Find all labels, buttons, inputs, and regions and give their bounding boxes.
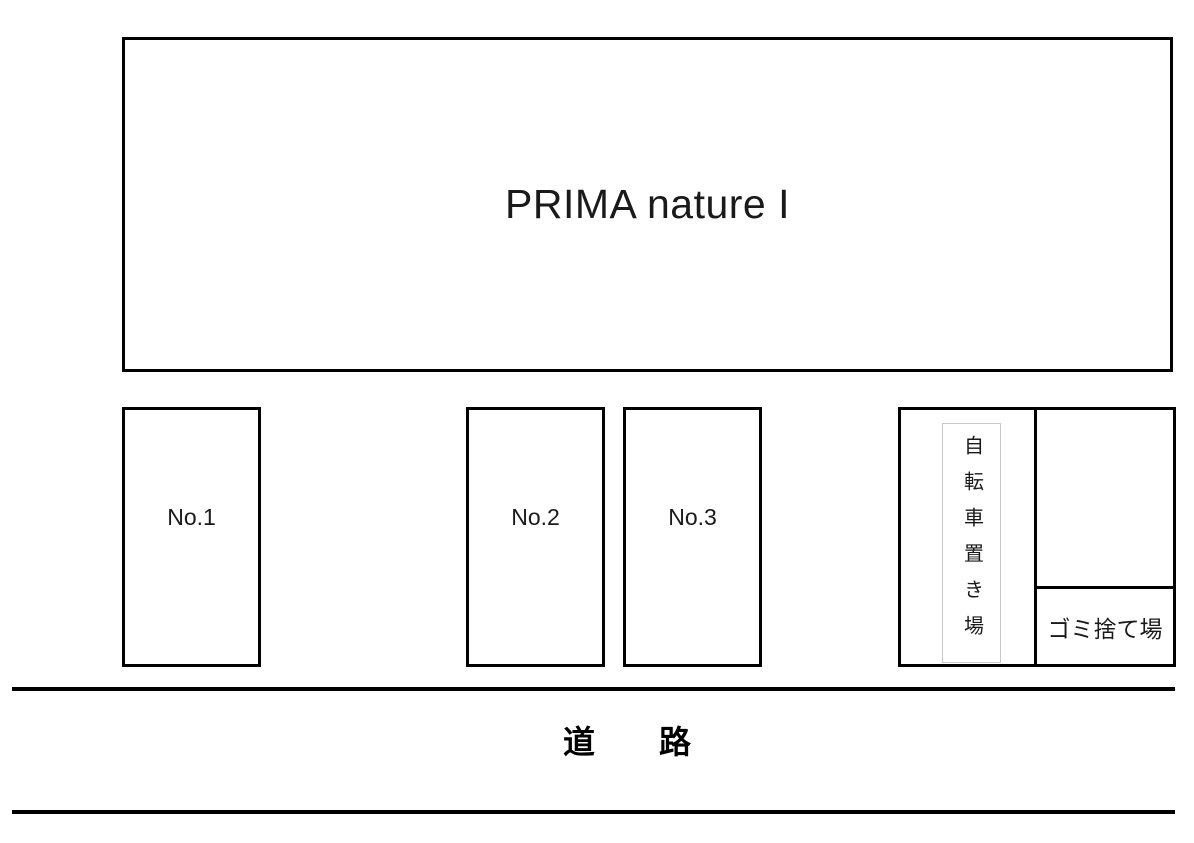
parking-space-no1-label: No.1	[167, 503, 216, 530]
garbage-area-box: ゴミ捨て場	[1037, 589, 1173, 664]
building-title: PRIMA nature I	[504, 181, 790, 227]
road-edge-line-top	[12, 687, 1175, 691]
garbage-area-label: ゴミ捨て場	[1047, 615, 1163, 642]
bicycle-parking-box: 自転車置き場	[898, 407, 1037, 667]
building-box: PRIMA nature I	[122, 37, 1173, 372]
parking-space-no2-label: No.2	[511, 503, 560, 530]
parking-space-no3-label: No.3	[668, 503, 717, 530]
bicycle-parking-label: 自転車置き場	[960, 435, 983, 651]
parking-space-no3: No.3	[623, 407, 762, 667]
parking-space-no1: No.1	[122, 407, 261, 667]
utility-empty-area	[1037, 410, 1173, 589]
utility-box: ゴミ捨て場	[1034, 407, 1176, 667]
bicycle-parking-inner-box: 自転車置き場	[942, 423, 1001, 663]
road-edge-line-bottom	[12, 810, 1175, 814]
road-label: 道路	[563, 724, 756, 760]
parking-space-no2: No.2	[466, 407, 605, 667]
